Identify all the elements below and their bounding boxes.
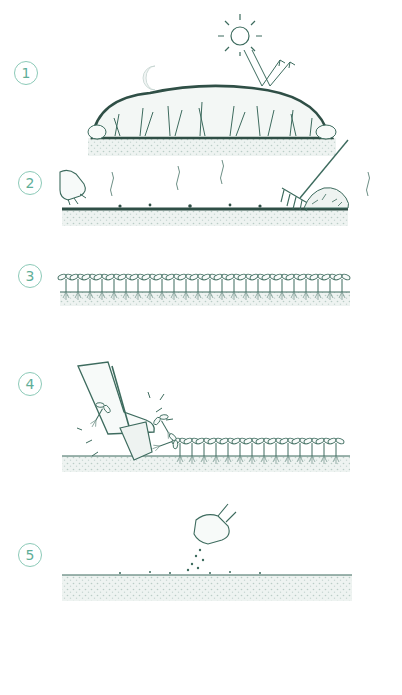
- step-number-circle: 2: [18, 171, 42, 195]
- step-number: 2: [26, 176, 35, 190]
- step-number-circle: 4: [18, 372, 42, 396]
- step-number-circle: 1: [14, 61, 38, 85]
- seedlings-scene: [57, 273, 351, 306]
- solarize-scene: [88, 14, 336, 156]
- rake-scene: [60, 140, 370, 226]
- step-number: 5: [26, 548, 35, 562]
- step-number-circle: 3: [18, 264, 42, 288]
- step-number-circle: 5: [18, 543, 42, 567]
- step-number: 4: [26, 377, 35, 391]
- dig-scene: [62, 362, 350, 472]
- step-number: 3: [26, 269, 35, 283]
- step-number: 1: [22, 66, 31, 80]
- sow-scene: [62, 504, 352, 601]
